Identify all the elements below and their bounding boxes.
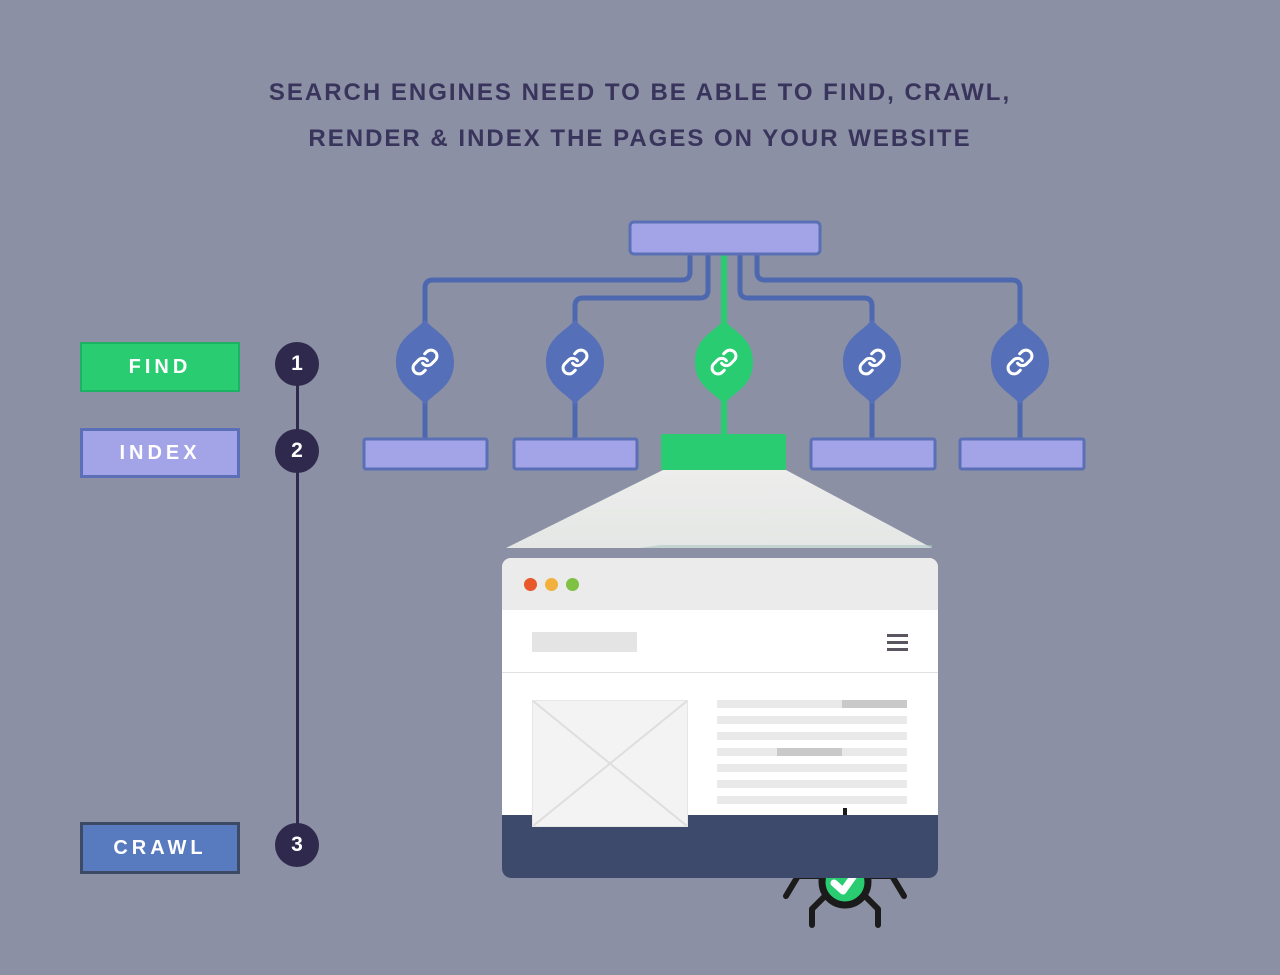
root-page-node (628, 220, 822, 256)
find-label: FIND (128, 355, 192, 378)
text-line-placeholder (717, 764, 907, 772)
traffic-dot-green-icon (566, 577, 579, 591)
image-placeholder (532, 700, 688, 827)
traffic-dot-red-icon (524, 577, 537, 591)
page-node-5 (958, 437, 1086, 471)
step-label-crawl: CRAWL (80, 822, 240, 874)
browser-nav-bar (502, 610, 938, 673)
step-3-text: 3 (291, 833, 303, 856)
page-title: SEARCH ENGINES NEED TO BE ABLE TO FIND, … (0, 70, 1280, 162)
child-page-nodes (362, 434, 1086, 471)
link-diamond-4 (843, 319, 901, 405)
text-line-highlight (842, 700, 907, 708)
step-label-find: FIND (80, 342, 240, 392)
image-placeholder-x (533, 701, 687, 826)
step-number-1: 1 (275, 342, 319, 386)
page-node-1 (362, 437, 489, 471)
page-node-3-highlighted (661, 434, 786, 470)
connector-2 (572, 250, 711, 439)
title-line-2: RENDER & INDEX THE PAGES ON YOUR WEBSITE (308, 125, 972, 152)
link-diamond-5 (991, 319, 1049, 405)
step-label-index: INDEX (80, 428, 240, 478)
connector-5 (754, 250, 1023, 439)
text-line-placeholder (717, 796, 907, 804)
traffic-dot-yellow-icon (545, 577, 558, 591)
render-beam-edge (640, 545, 932, 548)
render-beam (506, 470, 932, 548)
text-line-placeholder (717, 748, 907, 756)
step-2-text: 2 (291, 439, 303, 462)
step-number-2: 2 (275, 429, 319, 473)
title-line-1: SEARCH ENGINES NEED TO BE ABLE TO FIND, … (268, 79, 1012, 106)
text-placeholder-block (717, 700, 907, 812)
browser-titlebar (502, 558, 938, 610)
link-diamond-2 (546, 319, 604, 405)
text-line-placeholder (717, 716, 907, 724)
text-line-highlight (777, 748, 842, 756)
index-label: INDEX (119, 441, 201, 464)
text-line-placeholder (717, 732, 907, 740)
text-line-placeholder (717, 780, 907, 788)
page-node-4 (809, 437, 937, 471)
page-node-2 (512, 437, 639, 471)
link-diamond-1 (396, 319, 454, 405)
link-icons (411, 348, 1034, 376)
step-connector-line (296, 364, 299, 846)
connector-4 (737, 250, 875, 439)
text-line-placeholder (717, 700, 907, 708)
step-number-3: 3 (275, 823, 319, 867)
step-1-text: 1 (291, 352, 303, 375)
crawl-label: CRAWL (113, 836, 207, 859)
browser-window (502, 558, 938, 878)
connector-1 (422, 250, 693, 439)
link-diamond-3-highlighted (695, 319, 753, 405)
logo-placeholder (532, 632, 637, 652)
tree-connectors (422, 250, 1023, 439)
hamburger-menu-icon (887, 634, 908, 651)
